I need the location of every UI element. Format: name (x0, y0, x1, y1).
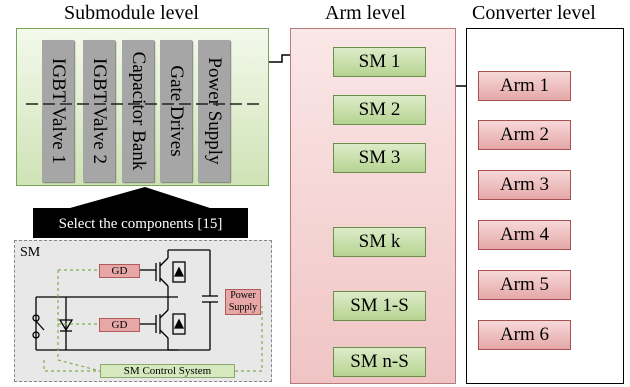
power-supply-line1: Power (230, 290, 256, 301)
sm-block-k: SM k (333, 227, 426, 257)
arm-block-4: Arm 4 (478, 220, 571, 250)
component-igbt-valve-2: IGBT Valve 2 (83, 40, 115, 182)
submodule-level-title: Submodule level (64, 2, 199, 24)
sm-block-1s: SM 1-S (333, 291, 426, 321)
component-power-supply: Power Supply (198, 40, 230, 182)
callout-label: Select the components [15] (33, 208, 248, 238)
sm-block-3: SM 3 (333, 143, 426, 173)
sm-block-2: SM 2 (333, 95, 426, 125)
arm-level-title: Arm level (325, 2, 406, 24)
arm-panel (290, 28, 456, 384)
sm-block-1: SM 1 (333, 47, 426, 77)
component-gate-drives: Gate Drives (160, 40, 192, 182)
arm-block-5: Arm 5 (478, 270, 571, 300)
submodule-panel: IGBT Valve 1 IGBT Valve 2 Capacitor Bank… (16, 28, 269, 186)
component-capacitor-bank: Capacitor Bank (122, 40, 154, 182)
arm-block-3: Arm 3 (478, 170, 571, 200)
power-supply-line2: Supply (228, 302, 258, 313)
gate-drive-bottom: GD (99, 318, 140, 332)
converter-level-title: Converter level (472, 2, 596, 24)
power-supply-box: Power Supply (225, 289, 261, 315)
arm-block-1: Arm 1 (478, 71, 571, 101)
gate-drive-top: GD (99, 264, 140, 278)
arm-block-2: Arm 2 (478, 120, 571, 150)
sm-block-ns: SM n-S (333, 347, 426, 377)
component-igbt-valve-1: IGBT Valve 1 (42, 40, 74, 182)
sm-circuit-tag: SM (20, 245, 41, 260)
sm-control-system: SM Control System (100, 364, 235, 378)
arm-block-6: Arm 6 (478, 320, 571, 350)
